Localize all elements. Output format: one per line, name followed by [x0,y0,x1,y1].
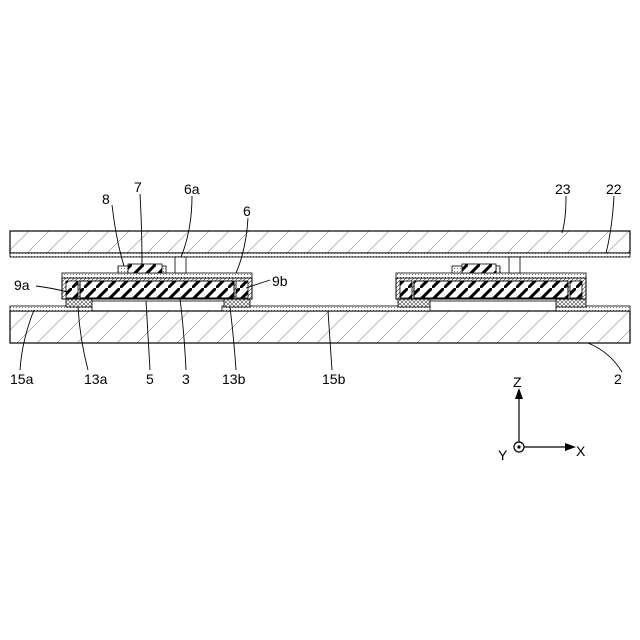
axis-label-x: X [576,443,586,459]
axis-label-y: Y [498,447,508,463]
upper-layer-22 [10,253,630,257]
label-22: 22 [606,181,622,197]
label-15b: 15b [322,371,346,387]
upper-substrate-23 [10,231,630,253]
label-9a: 9a [14,277,30,293]
element-left [62,257,252,307]
label-13a: 13a [84,371,108,387]
label-8: 8 [102,191,110,207]
lower-substrate-2 [10,311,630,343]
coordinate-axes: Z Y X [498,374,586,463]
axis-label-z: Z [513,374,522,390]
label-6: 6 [243,203,251,219]
label-6a: 6a [184,181,200,197]
side-9b [236,281,248,298]
x-arrow-icon [565,443,576,451]
label-7: 7 [134,179,142,195]
bump-13b [224,299,250,307]
bump-13a [66,299,92,307]
label-23: 23 [555,181,571,197]
label-5: 5 [146,371,154,387]
label-2: 2 [614,371,622,387]
side-9a [66,281,78,298]
label-9b: 9b [272,273,288,289]
label-13b: 13b [222,371,246,387]
label-15a: 15a [10,371,34,387]
element-right [396,257,586,307]
label-3: 3 [182,371,190,387]
